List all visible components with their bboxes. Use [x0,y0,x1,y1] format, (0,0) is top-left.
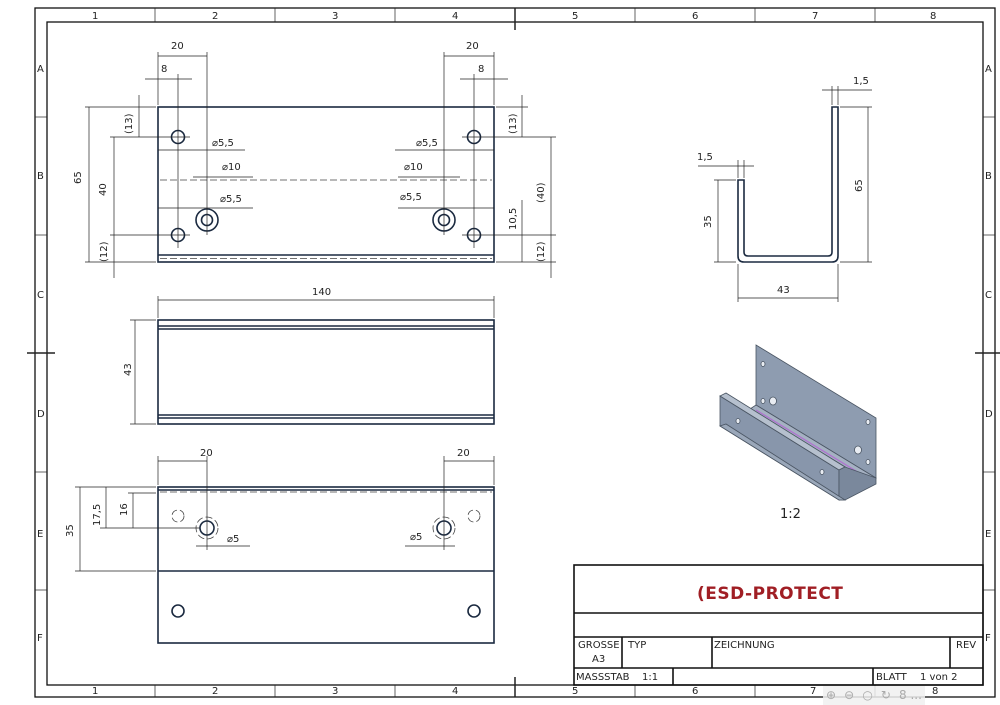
dimension-label: 10,5 [508,208,519,230]
column-label: 2 [212,686,218,697]
dimension-label: 8 [478,64,484,75]
dimension-label: (40) [536,182,547,203]
dimension-label: ⌀5 [410,532,422,543]
dimension-label: 17,5 [92,504,103,526]
type-label: TYP [627,640,646,651]
isometric-view [719,344,877,501]
dimension-label: ⌀5,5 [220,194,242,205]
row-label: A [37,64,44,75]
column-label: 6 [692,686,698,697]
rotate-icon[interactable]: ↻ [880,688,891,702]
dimension-label: 16 [119,503,130,516]
viewer-toolbar: ⊕ ⊖ ○ ↻ 8 ... [823,686,925,705]
column-label: 6 [692,11,698,22]
column-label: 3 [332,11,338,22]
column-label: 4 [452,686,458,697]
row-label: E [37,529,43,540]
dimension-label: 65 [73,171,84,184]
row-label: F [985,633,991,644]
dimension-label: 140 [312,287,331,298]
column-label: 5 [572,686,578,697]
row-label: B [985,171,992,182]
column-label: 8 [930,11,936,22]
column-label: 7 [810,686,816,697]
drawing-label: ZEICHNUNG [714,640,775,651]
size-label: GROSSE [578,640,620,651]
iso-scale-label: 1:2 [780,507,801,522]
sheet-label: BLATT [876,672,908,683]
zoom-fit-icon[interactable]: ○ [862,688,873,702]
dimension-label: (13) [124,113,135,134]
column-label: 5 [572,11,578,22]
scale-label: MASSSTAB [576,672,630,683]
zoom-out-icon[interactable]: ⊖ [844,688,855,702]
revision-label: REV [956,640,976,651]
title-block: (ESD-PROTECT GROSSE A3 TYP ZEICHNUNG REV… [573,564,984,686]
dimension-label: ⌀5,5 [212,138,234,149]
row-label: D [37,409,45,420]
row-label: F [37,633,43,644]
column-label: 2 [212,11,218,22]
row-label: C [37,290,44,301]
dimension-label: 35 [703,215,714,228]
page-indicator[interactable]: 8 ... [899,688,922,702]
dimension-label: 43 [777,285,790,296]
column-label: 7 [812,11,818,22]
front-view: 140 43 [123,287,495,425]
company-logo: (ESD-PROTECT [697,584,843,604]
dimension-label: 1,5 [697,152,713,163]
dimension-label: 8 [161,64,167,75]
dimension-label: 40 [98,183,109,196]
dimension-label: (12) [536,241,547,262]
dimension-label: 35 [65,524,76,537]
dimension-label: 20 [200,448,213,459]
row-label: E [985,529,991,540]
column-label: 8 [932,686,938,697]
dimension-label: ⌀5 [227,534,239,545]
dimension-label: ⌀5,5 [416,138,438,149]
dimension-label: 43 [123,363,134,376]
row-label: C [985,290,992,301]
dimension-label: ⌀10 [404,162,423,173]
row-label: D [985,409,993,420]
dimension-label: ⌀10 [222,162,241,173]
dimension-label: 20 [466,41,479,52]
sheet-value: 1 von 2 [920,672,957,683]
zoom-in-icon[interactable]: ⊕ [826,688,837,702]
dimension-label: 20 [457,448,470,459]
sheet-frame: 1 2 3 4 5 6 7 8 1 2 3 4 5 6 7 8 A B C D … [27,7,1000,698]
bottom-view: 20 20 35 17,5 16 ⌀5 ⌀5 [65,448,495,644]
dimension-label: ⌀5,5 [400,192,422,203]
dimension-label: 65 [854,179,865,192]
scale-value: 1:1 [642,672,658,683]
size-value: A3 [592,654,605,665]
row-label: A [985,64,992,75]
dimension-label: (12) [99,241,110,262]
dimension-label: (13) [508,113,519,134]
dimension-label: 1,5 [853,76,869,87]
column-label: 3 [332,686,338,697]
column-label: 4 [452,11,458,22]
profile-view: 1,5 1,5 65 35 43 [697,76,872,302]
column-label: 1 [92,686,98,697]
column-label: 1 [92,11,98,22]
row-label: B [37,171,44,182]
dimension-label: 20 [171,41,184,52]
top-view: 20 8 20 8 65 40 (13) (12) (13) (40) (12)… [73,41,556,278]
